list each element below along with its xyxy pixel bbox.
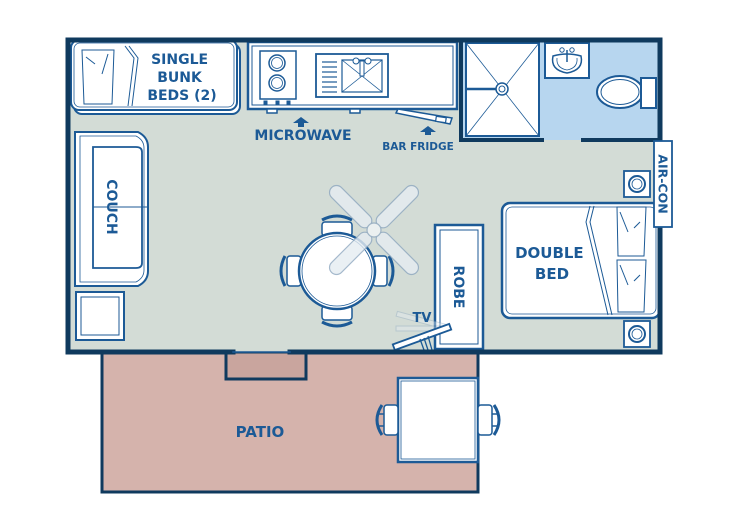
patio: PATIO xyxy=(100,350,501,494)
bunk-pillow xyxy=(81,49,115,105)
tv-label: TV xyxy=(413,311,432,326)
cooktop xyxy=(259,50,297,105)
svg-text:DOUBLE BED: DOUBLE BED xyxy=(515,244,589,283)
microwave-label: MICROWAVE xyxy=(254,128,351,144)
basin xyxy=(544,42,590,79)
sink xyxy=(315,53,389,98)
double-bed-label-1: DOUBLE xyxy=(515,244,584,262)
bathroom xyxy=(465,42,657,137)
bunk-label-2: BUNK xyxy=(157,70,203,86)
bar-fridge-arrow-icon xyxy=(420,126,436,135)
bar-fridge-label: BAR FRIDGE xyxy=(382,141,454,153)
bed-pillow-top xyxy=(616,206,647,257)
bunk-blanket-fold xyxy=(124,45,139,107)
patio-table xyxy=(396,376,480,464)
bar-fridge-door xyxy=(394,108,453,125)
svg-text:SINGLE BUNK BEDS (: SINGLE BUNK BEDS (2) xyxy=(147,52,216,104)
couch: COUCH xyxy=(74,131,149,287)
patio-step xyxy=(224,350,308,381)
dining-chair-left xyxy=(279,255,302,287)
toilet xyxy=(596,75,657,109)
bunk-beds: SINGLE BUNK BEDS (2) xyxy=(70,39,241,115)
couch-label: COUCH xyxy=(103,179,119,235)
double-bed: DOUBLE BED xyxy=(500,201,662,320)
kitchenette: MICROWAVE BAR FRIDGE xyxy=(246,40,459,153)
bed-pillow-bottom xyxy=(616,259,647,313)
bunk-label-3: BEDS (2) xyxy=(147,88,216,104)
double-bed-label-2: BED xyxy=(535,265,569,283)
bedside-table-top xyxy=(623,170,651,198)
side-table xyxy=(75,291,125,341)
patio-label: PATIO xyxy=(236,423,285,441)
patio-chair-left xyxy=(375,404,399,436)
patio-chair-right xyxy=(477,404,501,436)
microwave-arrow-icon xyxy=(293,117,309,127)
bedside-table-bottom xyxy=(623,320,651,348)
robe-label: ROBE xyxy=(450,266,466,309)
tv: TV xyxy=(391,310,453,352)
ceiling-fan xyxy=(328,184,420,276)
bunk-label-1: SINGLE xyxy=(151,52,208,68)
shower xyxy=(465,42,540,137)
air-con-label: AIR-CON xyxy=(656,154,671,213)
air-con: AIR-CON xyxy=(653,140,673,228)
